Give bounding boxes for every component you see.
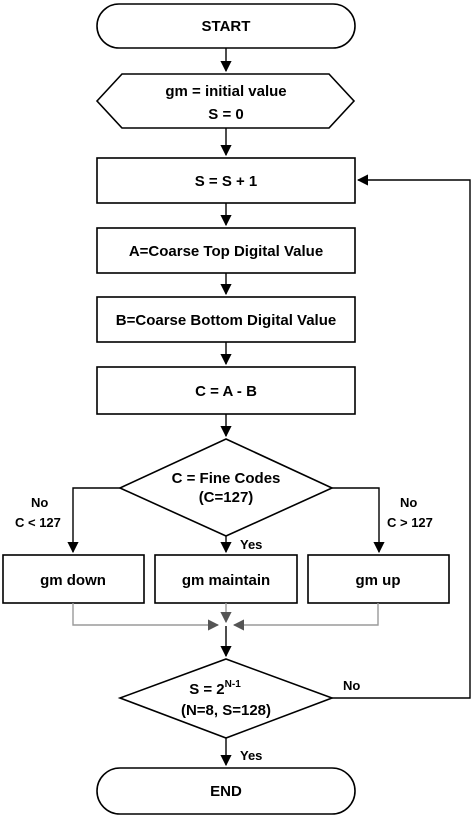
arrow-loop-back-to-increment <box>332 174 471 699</box>
coarse-bottom-label: B=Coarse Bottom Digital Value <box>116 312 336 329</box>
start-terminator: START <box>96 3 356 49</box>
subtract-process: C = A - B <box>96 366 356 415</box>
left-branch-no: No <box>31 495 48 510</box>
init-preparation: gm = initial value S = 0 <box>95 73 356 129</box>
increment-process: S = S + 1 <box>96 157 356 204</box>
loop-check-exponent: N-1 <box>225 679 242 690</box>
loop-check-label-line2: (N=8, S=128) <box>181 702 271 719</box>
loop-check-label: S = 2N-1 <box>189 679 241 698</box>
end-label: END <box>210 783 242 800</box>
gm-maintain-process: gm maintain <box>154 554 298 604</box>
end-branch-yes: Yes <box>240 748 262 763</box>
fine-codes-label-line2: (C=127) <box>199 489 254 506</box>
loop-branch-no: No <box>343 678 360 693</box>
fine-codes-decision: C = Fine Codes (C=127) <box>118 438 334 537</box>
init-label-line1: gm = initial value <box>165 83 286 100</box>
coarse-top-process: A=Coarse Top Digital Value <box>96 227 356 274</box>
gm-down-label: gm down <box>40 572 106 589</box>
increment-label: S = S + 1 <box>195 173 258 190</box>
loop-check-base: S = 2 <box>189 681 224 698</box>
coarse-bottom-process: B=Coarse Bottom Digital Value <box>96 296 356 343</box>
init-label-line2: S = 0 <box>208 106 243 123</box>
gm-down-process: gm down <box>2 554 145 604</box>
arrow-decision-to-gm-down <box>67 487 120 554</box>
gm-maintain-label: gm maintain <box>182 572 270 589</box>
loop-check-decision: S = 2N-1 (N=8, S=128) <box>117 658 335 739</box>
gm-up-label: gm up <box>356 572 401 589</box>
arrow-decision-to-gm-up <box>332 487 385 554</box>
merge-from-gm-up <box>232 603 379 631</box>
gm-up-process: gm up <box>307 554 450 604</box>
left-branch-condition: C < 127 <box>15 515 61 530</box>
subtract-label: C = A - B <box>195 383 257 400</box>
right-branch-no: No <box>400 495 417 510</box>
right-branch-condition: C > 127 <box>387 515 433 530</box>
middle-branch-yes: Yes <box>240 537 262 552</box>
fine-codes-label-line1: C = Fine Codes <box>172 470 281 487</box>
merge-from-gm-down <box>72 603 220 631</box>
coarse-top-label: A=Coarse Top Digital Value <box>129 243 323 260</box>
end-terminator: END <box>96 767 356 815</box>
start-label: START <box>202 18 251 35</box>
